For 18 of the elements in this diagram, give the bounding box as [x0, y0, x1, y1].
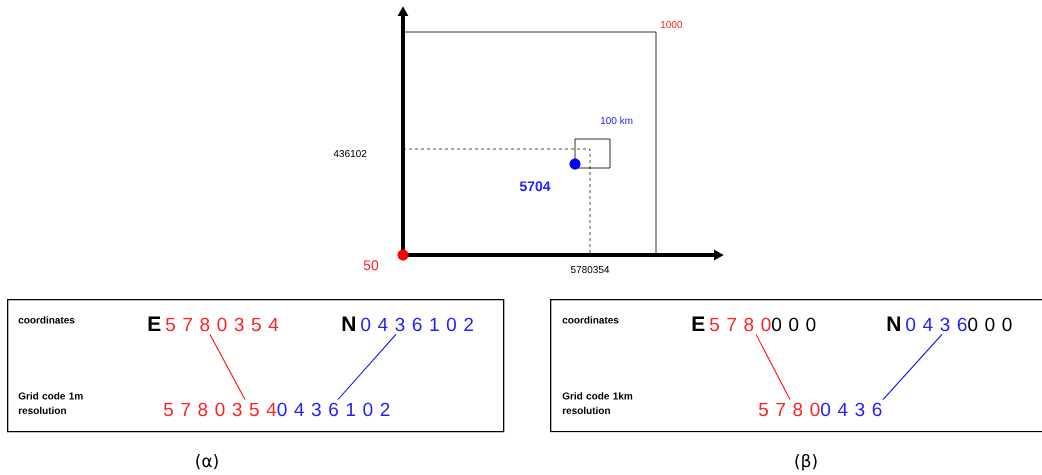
connector-line	[337, 333, 397, 401]
cell-code: 5704	[519, 181, 551, 192]
coordinate-value: E 5 7 8 0 3 5 4	[148, 316, 279, 332]
grid-code: 5 7 8 00 4 3 6	[758, 402, 882, 417]
size-label: 100 km	[600, 116, 633, 125]
coordinate-value: N 0 4 3 60 0 0	[887, 316, 1012, 332]
grid-code: 5 7 8 0 3 5 40 4 3 6 1 0 2	[163, 402, 390, 417]
connector-line	[209, 333, 246, 401]
axis-value: 5780354	[570, 266, 610, 274]
connector-line	[882, 333, 943, 401]
origin-label: 50	[363, 260, 379, 271]
panel-caption: (α)	[196, 454, 218, 470]
connector-line	[755, 333, 791, 401]
axis-value: 436102	[333, 150, 367, 158]
panel-caption: (β)	[795, 454, 817, 471]
coordinate-value: E 5 7 8 00 0 0	[692, 316, 816, 332]
coordinate-value: N 0 4 3 6 1 0 2	[342, 316, 473, 332]
corner-label: 1000	[660, 21, 683, 29]
